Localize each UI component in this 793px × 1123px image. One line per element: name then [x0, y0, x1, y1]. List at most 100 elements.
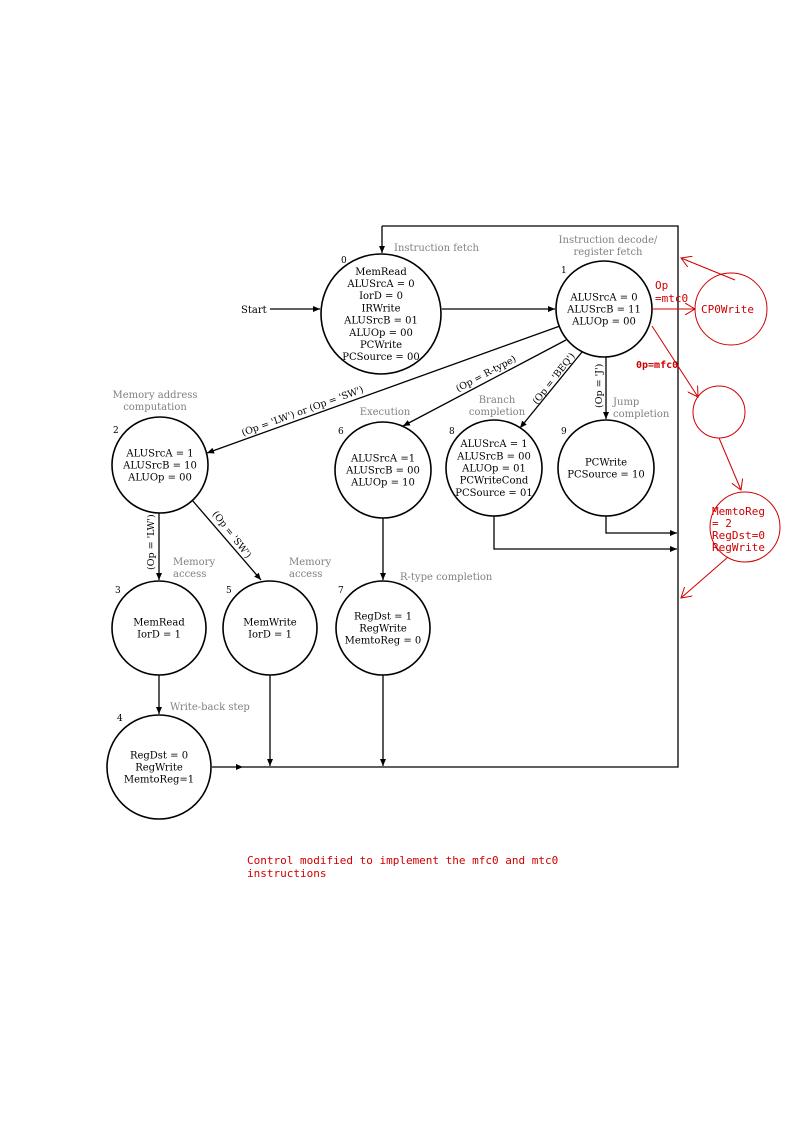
start-label: Start	[241, 305, 267, 316]
label-rtype: (Op = R-type)	[454, 354, 518, 395]
state-caption: Branch	[479, 395, 516, 406]
state-output: ALUSrcA = 1	[459, 439, 527, 450]
state-caption: Execution	[360, 407, 411, 418]
state-output: IRWrite	[361, 303, 400, 314]
state-output: ALUOp = 10	[350, 478, 415, 489]
state-output: ALUSrcA = 0	[346, 279, 414, 290]
state-output: PCWriteCond	[460, 476, 529, 487]
state-output: MemWrite	[243, 617, 296, 628]
state-circle	[111, 416, 209, 514]
state-number: 7	[338, 586, 344, 596]
state-output: RegDst = 1	[354, 611, 412, 622]
state-output: PCWrite	[360, 340, 402, 351]
state-output: IorD = 0	[359, 291, 403, 302]
state-output: MemRead	[133, 617, 185, 628]
state-output: ALUOp = 01	[461, 464, 526, 475]
state-output: ALUSrcB = 10	[122, 461, 197, 472]
state-caption: Memory	[173, 557, 215, 568]
wb-line-3: RegDst=0	[712, 529, 765, 542]
modification-overlay	[651, 258, 781, 598]
state-cp0write	[694, 272, 768, 346]
state-number: 5	[226, 586, 232, 596]
state-circle	[557, 419, 655, 517]
state-circle	[445, 419, 543, 517]
state-output: MemRead	[355, 267, 407, 278]
state-output: RegWrite	[135, 763, 183, 774]
arrow-1-to-2	[206, 325, 561, 454]
state-output: PCWrite	[585, 457, 627, 468]
arrow-1-to-8	[519, 351, 583, 429]
label-mtc0-1: Op	[655, 279, 668, 292]
state-output: IorD = 1	[248, 630, 292, 641]
state-output: MemtoReg = 0	[345, 636, 422, 647]
label-jump: (Op = 'J')	[594, 364, 605, 408]
arrow-2-to-5	[191, 499, 262, 581]
state-output: ALUOp = 00	[348, 328, 413, 339]
state-caption: Jump	[612, 397, 639, 408]
state-caption: Instruction decode/	[559, 235, 658, 246]
state-output: ALUOp = 00	[127, 473, 192, 484]
label-lw: (Op = 'LW')	[146, 514, 157, 570]
state-caption: access	[173, 569, 206, 580]
state-circle	[320, 253, 442, 375]
state-caption: computation	[123, 402, 187, 413]
label-mfc0: 0p=mfc0	[636, 360, 678, 371]
state-caption: completion	[613, 409, 670, 420]
state-mfc0-writeback	[709, 491, 781, 563]
label-beq: (Op = 'BEQ')	[531, 351, 578, 407]
state-output: IorD = 1	[137, 630, 181, 641]
state-circle	[334, 421, 432, 519]
red-arrow-cp0write-return	[681, 258, 736, 281]
state-number: 9	[561, 427, 567, 437]
state-number: 6	[338, 427, 344, 437]
return-bus	[243, 225, 679, 768]
note-line-2: instructions	[247, 867, 326, 880]
red-arrow-mfc0-to-writeback	[718, 437, 741, 490]
state-number: 8	[449, 427, 455, 437]
state-caption: Write-back step	[170, 702, 250, 713]
state-circle	[111, 580, 207, 676]
state-output: ALUSrcA = 1	[125, 448, 193, 459]
state-output: PCSource = 10	[567, 470, 644, 481]
label-mtc0-2: =mtc0	[655, 292, 688, 305]
state-output: PCSource = 00	[342, 352, 419, 363]
state-caption: Instruction fetch	[394, 243, 479, 254]
state-caption: R-type completion	[400, 572, 493, 583]
state-number: 4	[117, 714, 123, 724]
label-lw-or-sw: (Op = 'LW') or (Op = 'SW')	[240, 384, 365, 438]
state-output: RegWrite	[359, 624, 407, 635]
state-output: ALUSrcB = 01	[343, 316, 418, 327]
arrow-9-to-return	[605, 516, 677, 536]
state-output: ALUOp = 00	[571, 317, 636, 328]
state-caption: Memory address	[113, 390, 198, 401]
state-mfc0-empty	[692, 385, 746, 439]
state-output: ALUSrcA = 0	[569, 292, 637, 303]
wb-line-2: = 2	[712, 517, 732, 530]
state-caption: register fetch	[573, 247, 643, 258]
state-number: 3	[115, 586, 121, 596]
state-circle	[106, 714, 212, 820]
state-output: ALUSrcB = 00	[456, 451, 531, 462]
state-caption: completion	[469, 407, 526, 418]
arrow-1-to-6	[402, 339, 567, 427]
state-output: MemtoReg=1	[124, 775, 194, 786]
state-1: 1 Instruction decode/register fetchALUSrc…	[555, 235, 658, 358]
state-caption: access	[289, 569, 322, 580]
wb-line-4: RegWrite	[712, 541, 765, 554]
state-number: 1	[561, 266, 567, 276]
transition-arrows	[156, 225, 679, 770]
cp0write-text: CP0Write	[701, 303, 754, 316]
state-number: 2	[113, 426, 119, 436]
arrow-8-to-return	[493, 516, 677, 552]
